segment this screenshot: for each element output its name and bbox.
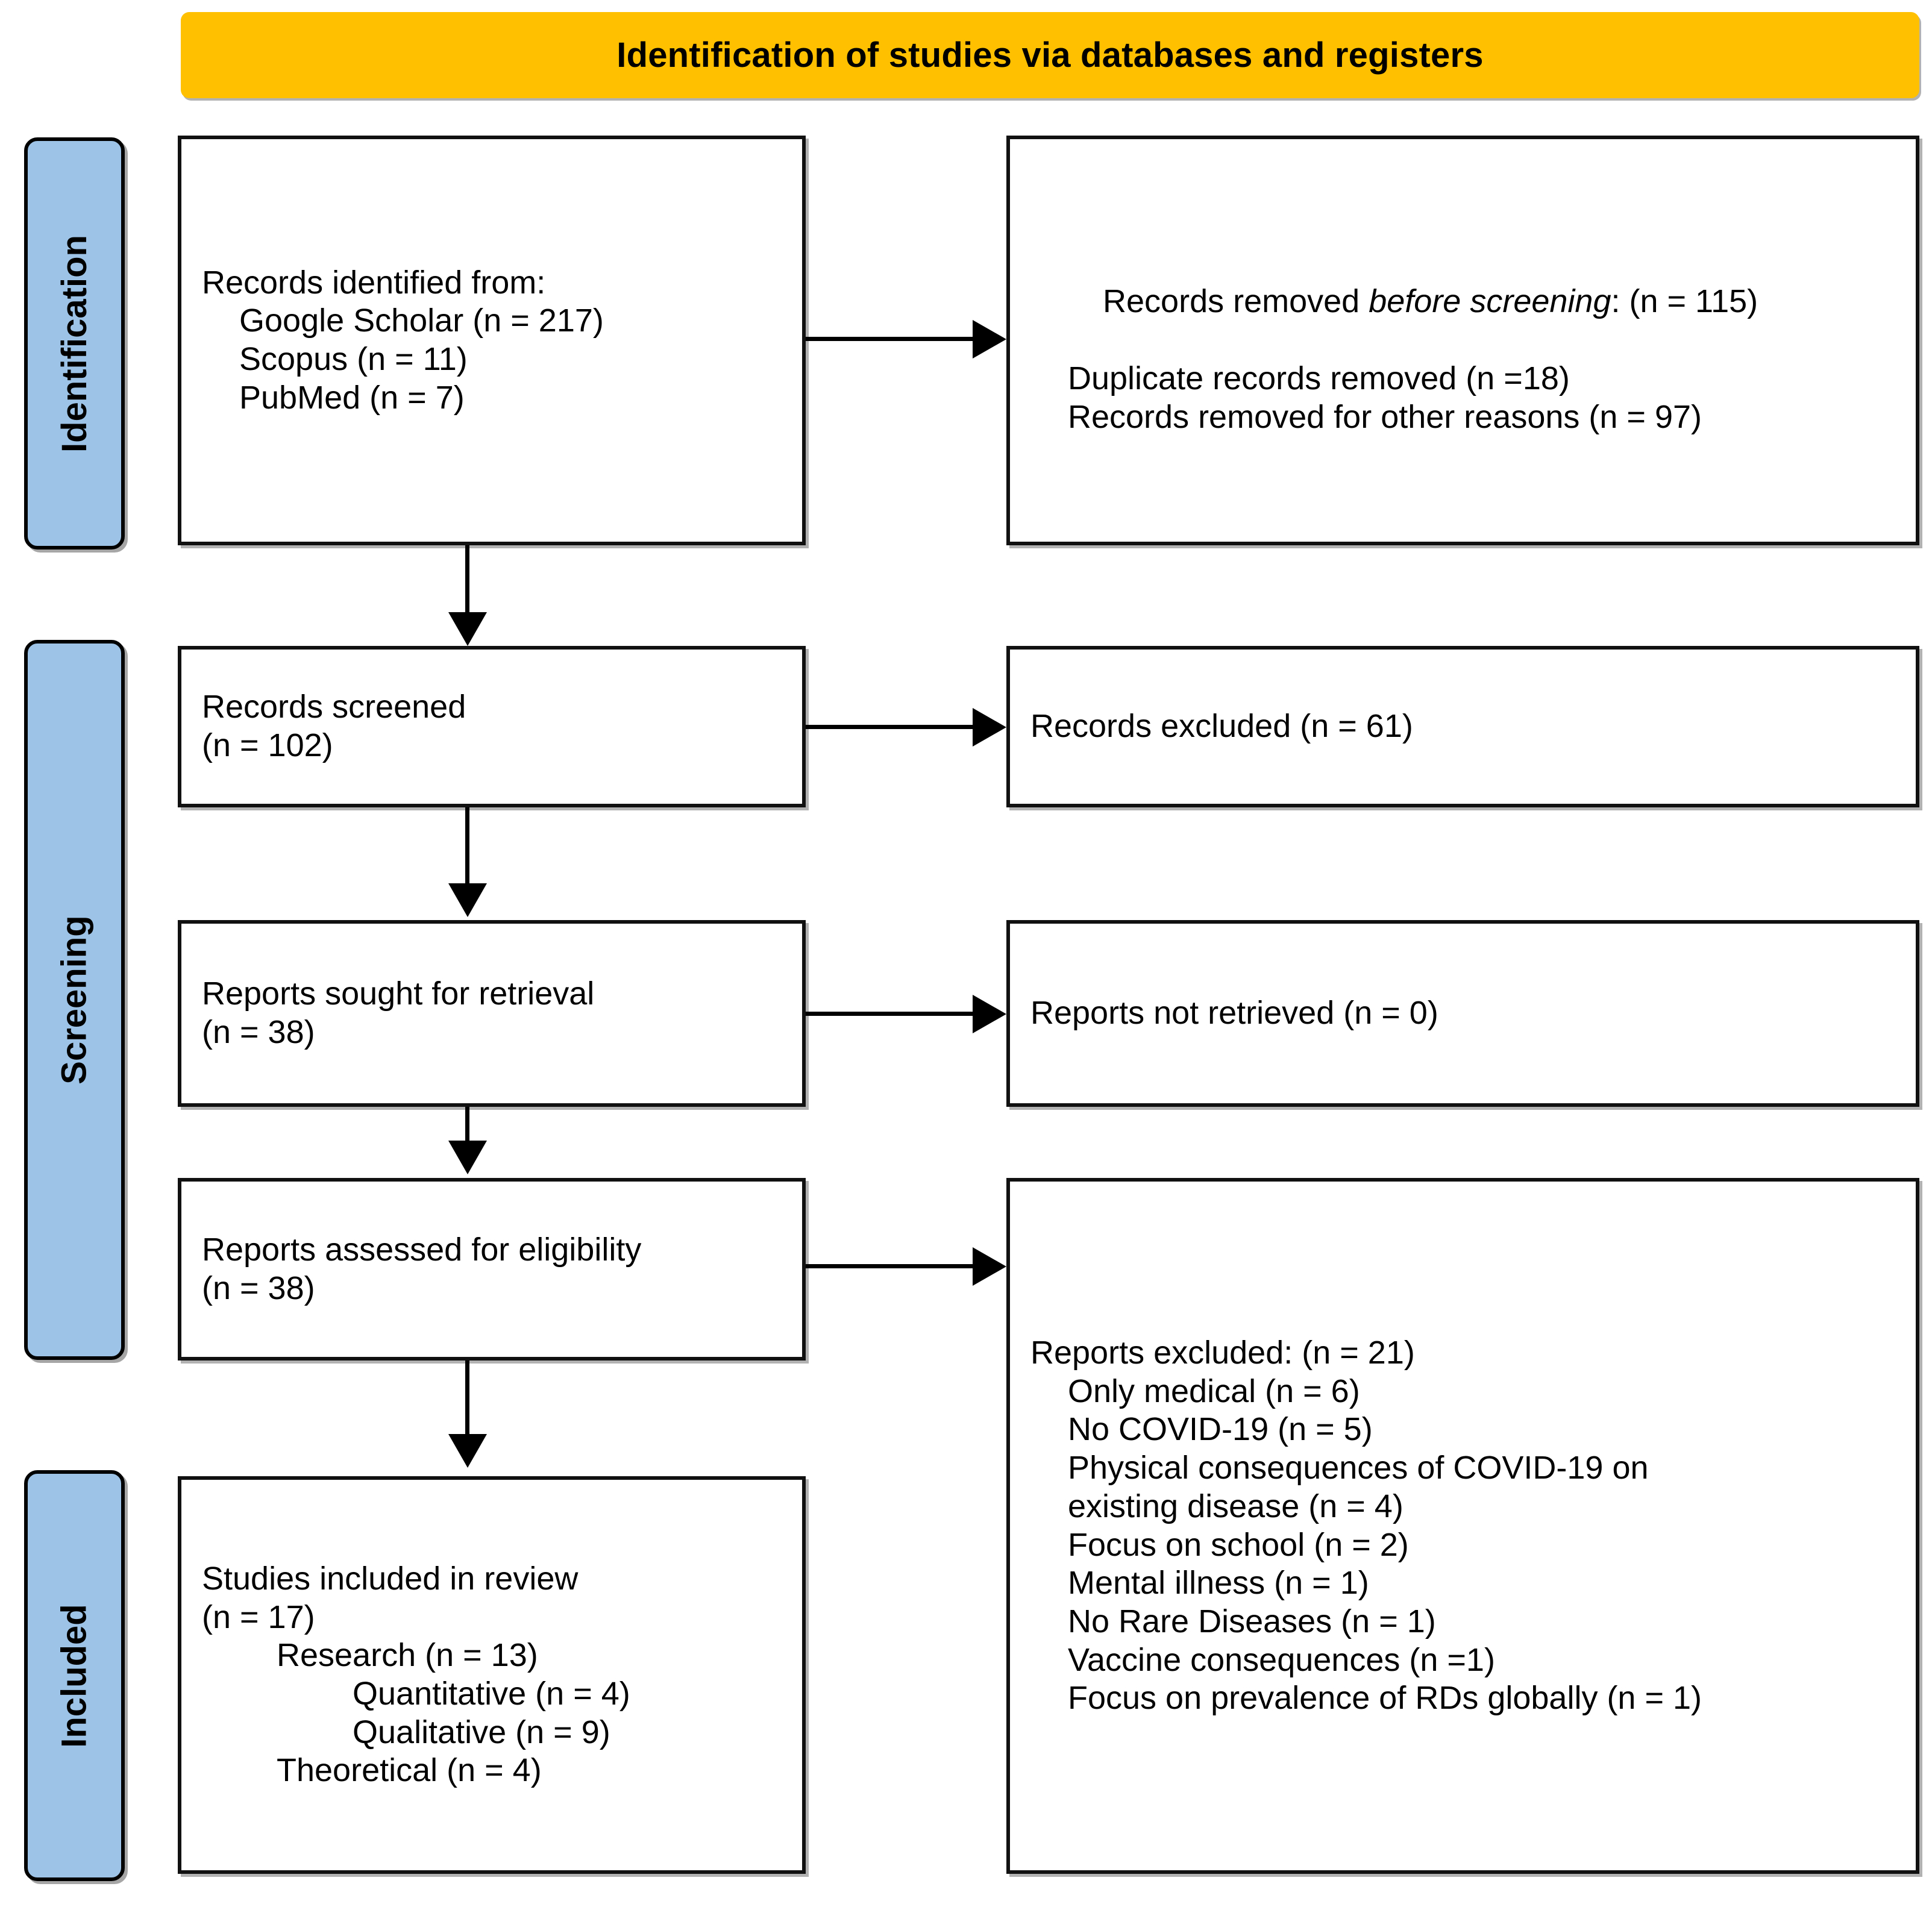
connector-identified-to-screened bbox=[465, 545, 469, 616]
studies-included-line-5: Theoretical (n = 4) bbox=[277, 1752, 542, 1789]
records-screened-line-1: (n = 102) bbox=[202, 727, 333, 763]
reports-excluded-line-7: No Rare Diseases (n = 1) bbox=[1068, 1603, 1436, 1639]
reports-not-retrieved-line-0: Reports not retrieved (n = 0) bbox=[1030, 995, 1438, 1032]
reports-sought-line-1: (n = 38) bbox=[202, 1014, 315, 1050]
studies-included-line-4: Qualitative (n = 9) bbox=[353, 1714, 610, 1750]
connector-sought-to-not-retrieved bbox=[806, 1012, 974, 1016]
connector-assessed-to-excluded bbox=[806, 1264, 974, 1268]
box-reports-not-retrieved: Reports not retrieved (n = 0) bbox=[1006, 920, 1919, 1107]
studies-included-line-1: (n = 17) bbox=[202, 1599, 315, 1635]
connector-screened-to-sought bbox=[465, 807, 469, 887]
box-records-removed: Records removed before screening: (n = 1… bbox=[1006, 136, 1919, 545]
diagram-banner-title: Identification of studies via databases … bbox=[181, 12, 1919, 98]
arrowhead-screened-to-excluded bbox=[973, 708, 1006, 747]
reports-assessed-line-0: Reports assessed for eligibility bbox=[202, 1231, 642, 1268]
reports-excluded-line-6: Mental illness (n = 1) bbox=[1068, 1565, 1369, 1602]
reports-excluded-line-3: Physical consequences of COVID-19 on bbox=[1068, 1450, 1649, 1486]
connector-assessed-to-included bbox=[465, 1361, 469, 1438]
records-removed-line-1: Duplicate records removed (n =18) bbox=[1068, 360, 1570, 396]
box-reports-assessed: Reports assessed for eligibility (n = 38… bbox=[178, 1178, 806, 1361]
records-identified-line-2: Scopus (n = 11) bbox=[239, 341, 468, 377]
stage-label-screening: Screening bbox=[24, 640, 125, 1360]
records-identified-line-1: Google Scholar (n = 217) bbox=[239, 302, 604, 339]
stage-included-text: Included bbox=[55, 1603, 94, 1748]
box-reports-sought: Reports sought for retrieval (n = 38) bbox=[178, 920, 806, 1107]
arrowhead-screened-to-sought bbox=[448, 883, 487, 917]
records-removed-emphasis: before screening bbox=[1369, 283, 1611, 320]
arrowhead-sought-to-not-retrieved bbox=[973, 995, 1006, 1033]
box-reports-excluded: Reports excluded: (n = 21) Only medical … bbox=[1006, 1178, 1919, 1874]
stage-label-identification: Identification bbox=[24, 137, 125, 550]
arrowhead-sought-to-assessed bbox=[448, 1141, 487, 1174]
arrowhead-assessed-to-excluded bbox=[973, 1247, 1006, 1286]
reports-excluded-line-9: Focus on prevalence of RDs globally (n =… bbox=[1068, 1680, 1702, 1717]
connector-screened-to-excluded bbox=[806, 725, 974, 729]
arrowhead-identified-to-removed bbox=[973, 320, 1006, 359]
reports-sought-line-0: Reports sought for retrieval bbox=[202, 975, 595, 1012]
connector-sought-to-assessed bbox=[465, 1107, 469, 1144]
stage-identification-text: Identification bbox=[55, 234, 95, 452]
records-screened-line-0: Records screened bbox=[202, 689, 466, 725]
box-records-identified: Records identified from: Google Scholar … bbox=[178, 136, 806, 545]
records-identified-line-0: Records identified from: bbox=[202, 264, 546, 301]
studies-included-line-3: Quantitative (n = 4) bbox=[353, 1676, 630, 1712]
records-removed-prefix: Records removed bbox=[1103, 283, 1369, 320]
records-removed-line-2: Records removed for other reasons (n = 9… bbox=[1068, 398, 1702, 435]
box-records-excluded: Records excluded (n = 61) bbox=[1006, 646, 1919, 807]
reports-excluded-line-5: Focus on school (n = 2) bbox=[1068, 1526, 1409, 1563]
records-removed-suffix: : (n = 115) bbox=[1611, 283, 1758, 320]
arrowhead-assessed-to-included bbox=[448, 1434, 487, 1468]
box-records-screened: Records screened (n = 102) bbox=[178, 646, 806, 807]
stage-screening-text: Screening bbox=[55, 915, 94, 1085]
studies-included-line-0: Studies included in review bbox=[202, 1560, 579, 1597]
reports-excluded-line-2: No COVID-19 (n = 5) bbox=[1068, 1411, 1373, 1448]
records-removed-line-0: Records removed before screening: (n = 1… bbox=[1030, 245, 1895, 360]
banner-label: Identification of studies via databases … bbox=[616, 36, 1484, 75]
reports-excluded-line-0: Reports excluded: (n = 21) bbox=[1030, 1334, 1415, 1371]
studies-included-line-2: Research (n = 13) bbox=[277, 1637, 538, 1674]
reports-assessed-line-1: (n = 38) bbox=[202, 1270, 315, 1306]
reports-excluded-line-4: existing disease (n = 4) bbox=[1068, 1488, 1404, 1524]
stage-label-included: Included bbox=[24, 1470, 125, 1881]
box-studies-included: Studies included in review (n = 17) Rese… bbox=[178, 1476, 806, 1874]
records-excluded-line-0: Records excluded (n = 61) bbox=[1030, 708, 1413, 745]
records-identified-line-3: PubMed (n = 7) bbox=[239, 379, 465, 416]
connector-identified-to-removed bbox=[806, 337, 974, 341]
reports-excluded-line-8: Vaccine consequences (n =1) bbox=[1068, 1641, 1495, 1678]
reports-excluded-line-1: Only medical (n = 6) bbox=[1068, 1373, 1360, 1409]
arrowhead-identified-to-screened bbox=[448, 612, 487, 646]
